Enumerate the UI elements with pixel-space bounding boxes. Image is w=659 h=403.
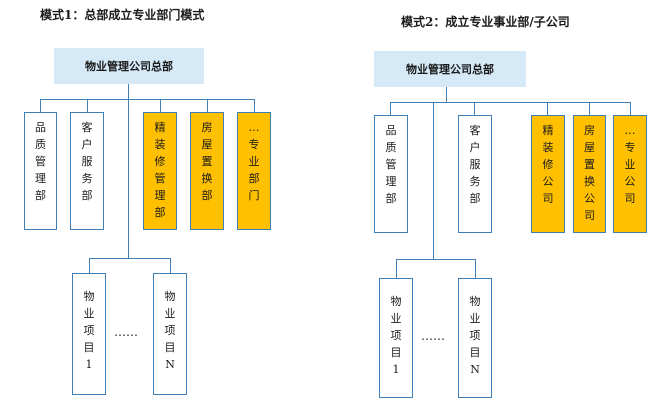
left-project-stem (128, 99, 129, 259)
right-hq-stem (446, 87, 447, 103)
right-project-drop-2 (475, 259, 476, 278)
right-hq-box: 物业管理公司总部 (374, 51, 526, 87)
left-dept-drop-1 (40, 99, 41, 112)
left-dept-4-label: 房屋置换部 (201, 121, 213, 202)
right-title: 模式2：成立专业事业部/子公司 (401, 15, 570, 29)
right-dept-5-label: …专业公司 (624, 124, 636, 205)
right-dept-2-label: 客户服务部 (469, 124, 481, 205)
left-dept-3-label: 精装修管理部 (154, 121, 166, 219)
right-dept-1: 品质管理部 (374, 115, 408, 233)
right-project-ellipsis: …… (421, 329, 445, 343)
right-dept-drop-1 (390, 102, 391, 115)
right-hq-label: 物业管理公司总部 (406, 63, 494, 76)
left-dept-drop-5 (254, 99, 255, 112)
left-hq-label: 物业管理公司总部 (85, 60, 173, 73)
left-project-drop-1 (89, 258, 90, 273)
left-hq-stem (128, 84, 129, 100)
left-dept-drop-3 (160, 99, 161, 112)
left-dept-3: 精装修管理部 (143, 112, 177, 230)
right-project-drop-1 (396, 259, 397, 278)
right-dept-2: 客户服务部 (458, 115, 492, 233)
right-dept-1-label: 品质管理部 (385, 124, 397, 205)
left-dept-drop-2 (87, 99, 88, 112)
right-dept-4: 房屋置换公司 (573, 115, 606, 233)
left-dept-2-label: 客户服务部 (81, 121, 93, 202)
left-dept-drop-4 (207, 99, 208, 112)
right-project-stem (433, 102, 434, 260)
left-dept-1-label: 品质管理部 (35, 121, 46, 202)
right-dept-5: …专业公司 (613, 115, 647, 233)
left-hq-box: 物业管理公司总部 (54, 48, 204, 84)
left-dept-5-label: …专业部门 (248, 121, 260, 202)
left-project-ellipsis: …… (114, 325, 138, 339)
left-project-bus (89, 258, 170, 259)
left-dept-5: …专业部门 (237, 112, 271, 230)
right-dept-drop-2 (474, 102, 475, 115)
left-dept-bus (40, 99, 254, 100)
left-dept-1: 品质管理部 (24, 112, 57, 230)
left-dept-2: 客户服务部 (70, 112, 104, 230)
right-dept-3-label: 精装修公司 (542, 124, 554, 205)
right-dept-drop-4 (589, 102, 590, 115)
right-dept-drop-5 (630, 102, 631, 115)
right-dept-4-label: 房屋置换公司 (584, 124, 595, 222)
right-dept-bus (390, 102, 630, 103)
left-title: 模式1：总部成立专业部门模式 (40, 8, 205, 22)
right-dept-3: 精装修公司 (531, 115, 565, 233)
right-project-bus (396, 259, 475, 260)
right-dept-drop-3 (547, 102, 548, 115)
left-project-drop-2 (170, 258, 171, 273)
left-dept-4: 房屋置换部 (190, 112, 224, 230)
